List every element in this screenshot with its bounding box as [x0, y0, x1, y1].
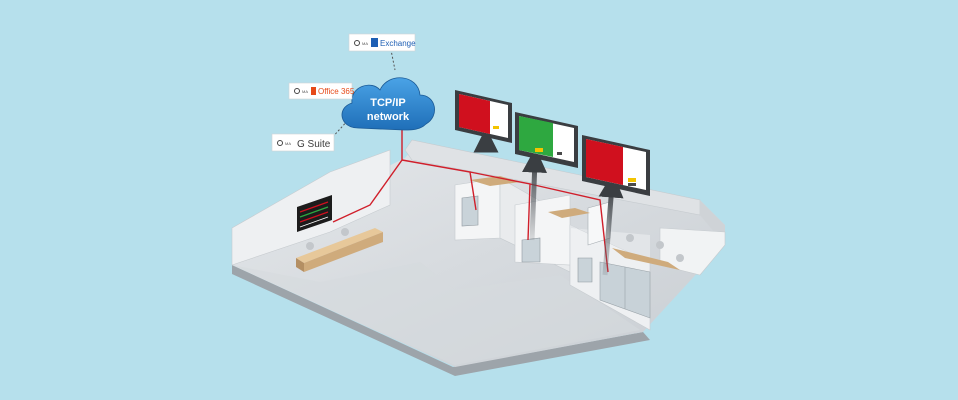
service-label-exchange: Exchange	[380, 39, 416, 48]
meeting-table	[612, 234, 684, 270]
room-display-2	[515, 112, 578, 168]
cloud-label-line2: network	[367, 111, 410, 123]
meeting-app-icon	[294, 88, 300, 94]
tcp-ip-cloud: TCP/IP network	[341, 77, 435, 131]
cloud-label-line1: TCP/IP	[370, 97, 405, 109]
person-icon	[306, 242, 314, 250]
room-table	[470, 176, 520, 186]
room-display-1	[455, 90, 512, 143]
svg-text:MA: MA	[362, 41, 368, 46]
svg-text:MA: MA	[302, 89, 308, 94]
reception-desk	[296, 228, 383, 272]
room-display-3	[582, 135, 650, 196]
service-tag-exchange: MA Exchange	[348, 33, 416, 52]
service-tag-gsuite: MA G Suite	[271, 133, 335, 152]
exchange-icon	[371, 38, 378, 47]
service-label-office365: Office 365	[318, 87, 355, 96]
service-tag-office365: MA Office 365	[288, 82, 355, 100]
meeting-app-icon	[354, 40, 360, 46]
svg-text:MA: MA	[285, 141, 291, 146]
service-label-gsuite: G Suite	[297, 139, 331, 150]
meeting-app-icon	[277, 140, 283, 146]
office365-icon	[311, 87, 316, 95]
status-arrows	[473, 127, 624, 276]
room-table	[548, 208, 590, 218]
person-icon	[341, 228, 349, 236]
reception-display	[297, 195, 332, 232]
